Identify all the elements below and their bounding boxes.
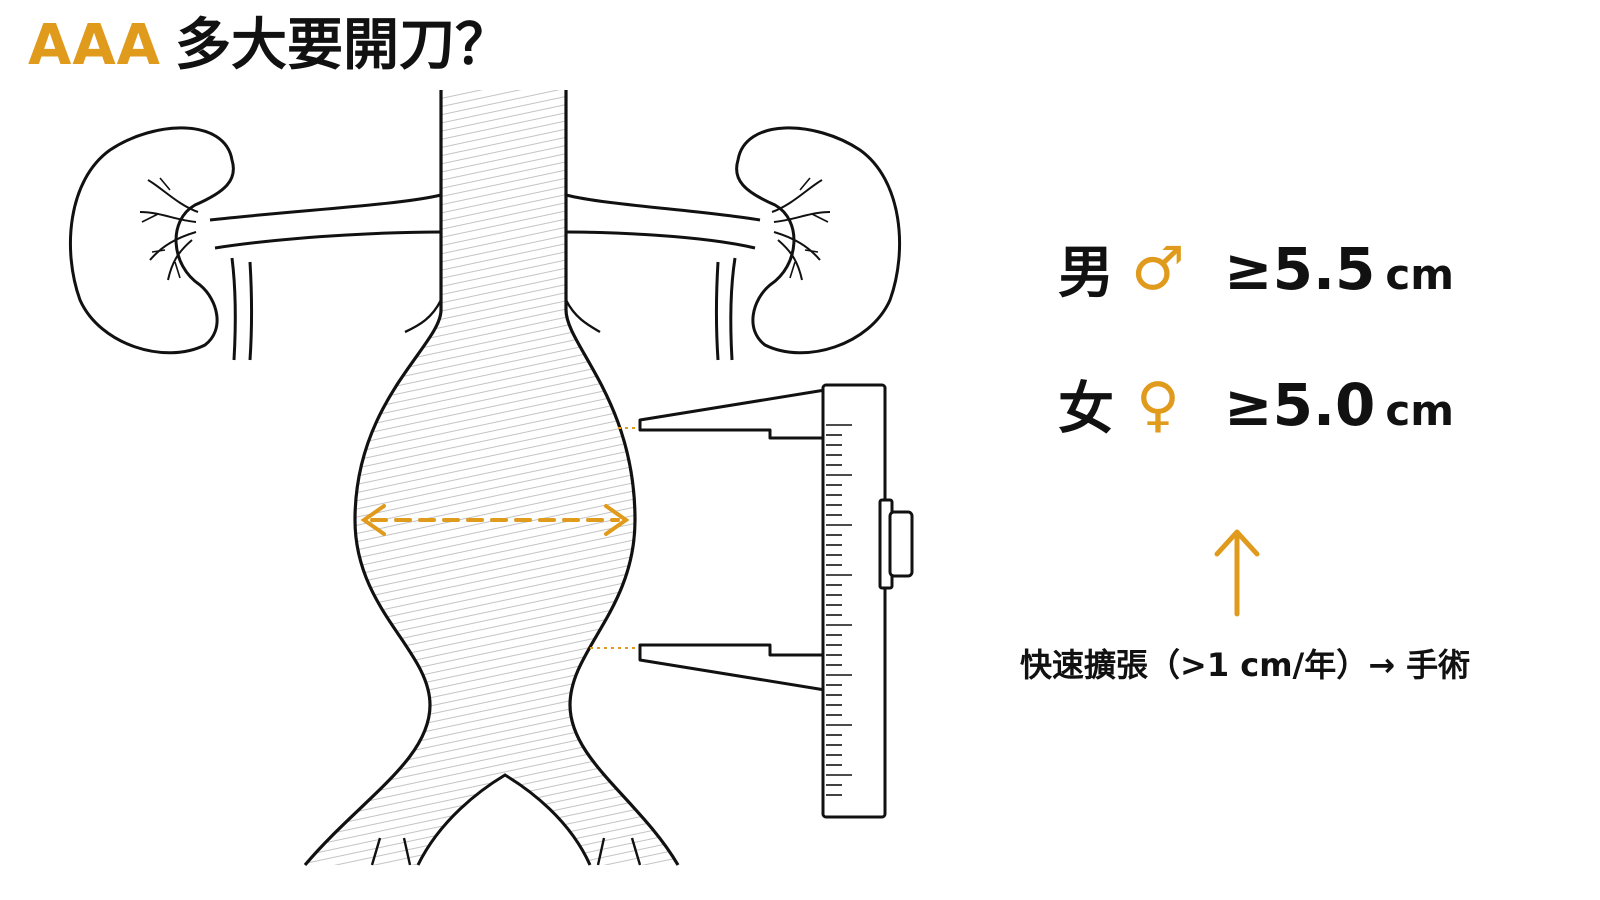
threshold-unit-male: cm <box>1385 249 1455 299</box>
threshold-value-female: ≥5.0 cm <box>1224 371 1454 439</box>
threshold-value-male: ≥5.5 cm <box>1224 235 1454 303</box>
threshold-number-female: ≥5.0 <box>1224 370 1376 439</box>
caliper-guides <box>590 427 640 649</box>
left-kidney-icon <box>68 126 235 355</box>
rapid-expansion-rule: 快速擴張（>1 cm/年）→ 手術 <box>1020 646 1471 684</box>
double-arrow-icon <box>360 504 630 536</box>
threshold-number-male: ≥5.5 <box>1224 234 1376 303</box>
aorta-illustration <box>303 90 680 867</box>
threshold-female: 女 ♀ ≥5.0 cm <box>1058 364 1454 445</box>
title-text: 多大要開刀？ <box>175 13 512 78</box>
threshold-unit-female: cm <box>1385 385 1455 435</box>
right-kidney-icon <box>735 126 902 355</box>
female-symbol-icon: ♀ <box>1136 369 1180 440</box>
gender-label-male: 男 <box>1058 241 1114 306</box>
caliper-icon <box>638 383 914 819</box>
male-symbol-icon: ♂ <box>1131 233 1185 304</box>
title-accent: AAA <box>28 13 162 78</box>
threshold-male: 男 ♂ ≥5.5 cm <box>1058 228 1454 309</box>
gender-label-female: 女 <box>1058 377 1114 442</box>
renal-arteries <box>209 193 761 361</box>
up-arrow-icon <box>1214 529 1260 617</box>
